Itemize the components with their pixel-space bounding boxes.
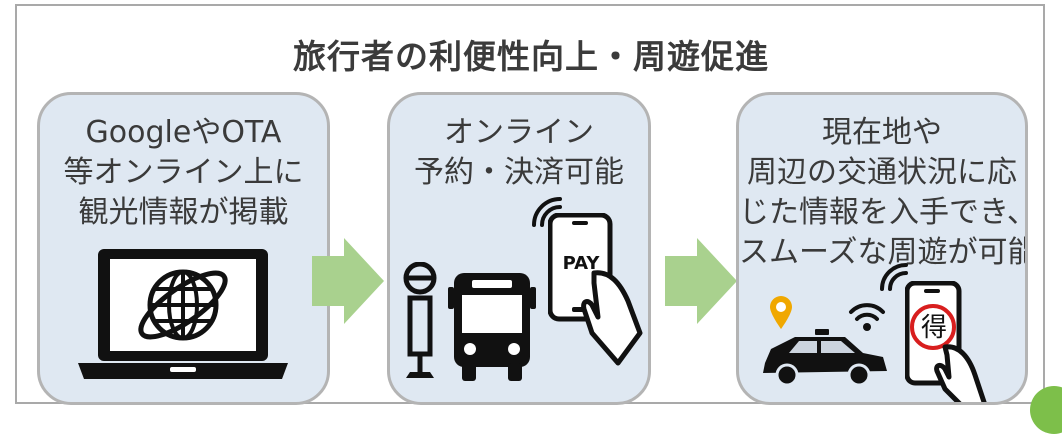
laptop-globe-icon <box>78 245 288 385</box>
card-line: 観光情報が掲載 <box>78 195 289 230</box>
card-location-info-text: 現在地や 周辺の交通状況に応 じた情報を入手でき、 スムーズな周遊が可能 <box>739 113 1025 273</box>
card-online-booking-text: オンライン 予約・決済可能 <box>390 113 648 193</box>
location-pin-icon <box>768 295 794 331</box>
card-line: 等オンライン上に <box>63 155 304 190</box>
card-line: 予約・決済可能 <box>414 155 624 190</box>
wifi-signal-icon <box>879 262 909 292</box>
card-line: じた情報を入手でき、 <box>739 195 1028 230</box>
card-line: 周辺の交通状況に応 <box>747 155 1017 190</box>
arrow-right-icon <box>665 238 737 324</box>
smartphone-coupon-icon: 得 <box>905 281 1005 402</box>
arrow-right-icon <box>312 238 384 324</box>
taxi-icon <box>759 327 889 387</box>
diagram-title: 旅行者の利便性向上・周遊促進 <box>293 37 769 76</box>
wifi-icon <box>847 300 887 334</box>
card-online-info: GoogleやOTA 等オンライン上に 観光情報が掲載 <box>37 92 330 405</box>
bus-stop-icon <box>402 262 438 382</box>
card-line: 現在地や <box>822 115 942 150</box>
wifi-signal-icon <box>530 195 564 229</box>
card-line: GoogleやOTA <box>85 115 282 150</box>
coupon-label: 得 <box>920 313 947 343</box>
card-online-info-text: GoogleやOTA 等オンライン上に 観光情報が掲載 <box>40 113 327 233</box>
smartphone-pay-icon: PAY <box>548 213 648 383</box>
card-online-booking: オンライン 予約・決済可能 <box>387 92 651 405</box>
pay-label: PAY <box>562 253 600 274</box>
card-location-info: 現在地や 周辺の交通状況に応 じた情報を入手でき、 スムーズな周遊が可能 <box>736 92 1028 405</box>
card-line: スムーズな周遊が可能 <box>739 235 1028 270</box>
card-line: オンライン <box>444 115 594 150</box>
bus-icon <box>448 273 536 383</box>
